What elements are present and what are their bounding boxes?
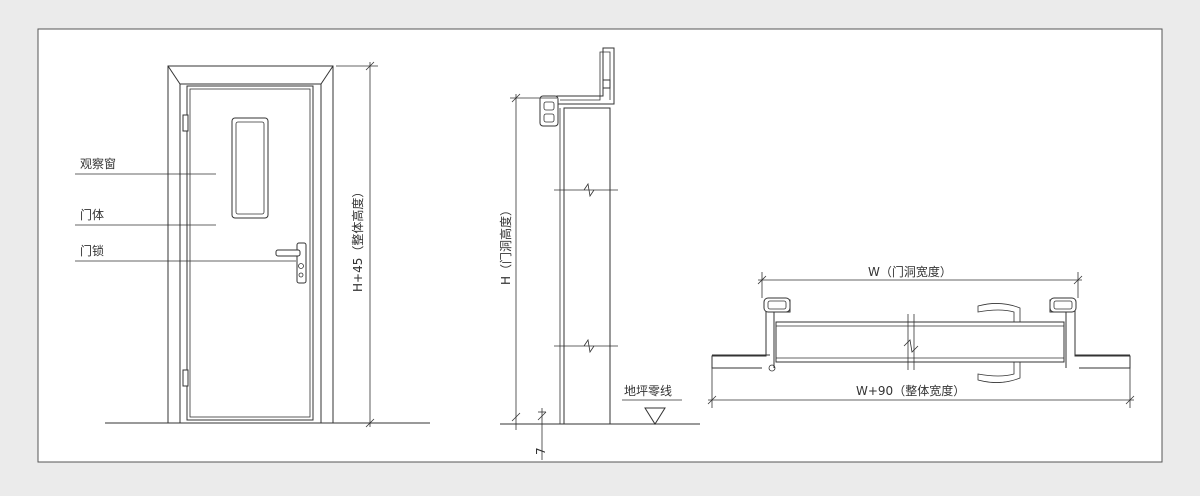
- floor-zero-label: 地坪零线: [624, 384, 672, 398]
- side-section: H（门洞高度） 7 地坪零线: [498, 47, 700, 460]
- label-vision-window: 观察窗: [80, 157, 116, 171]
- hinge-top: [182, 114, 189, 132]
- plan-view: W（门洞宽度） W+90（整体宽度）: [707, 264, 1135, 408]
- opening-width-dimension: W（门洞宽度）: [868, 264, 952, 279]
- door-lock: [275, 242, 307, 284]
- label-door-lock: 门锁: [80, 243, 104, 258]
- front-view: 观察窗 门体 门锁 H+45（整体高度）: [75, 61, 430, 428]
- floor-zero-marker: [644, 407, 666, 425]
- overall-width-dimension: W+90（整体宽度）: [856, 383, 965, 398]
- vision-window: [231, 117, 269, 219]
- opening-height-dimension: H（门洞高度）: [498, 204, 513, 285]
- drawing-border: [37, 28, 1163, 463]
- hinge-bottom: [182, 369, 189, 387]
- label-door-body: 门体: [80, 207, 104, 222]
- gap-dimension: 7: [534, 447, 548, 455]
- overall-height-dimension: H+45（整体高度）: [350, 186, 365, 292]
